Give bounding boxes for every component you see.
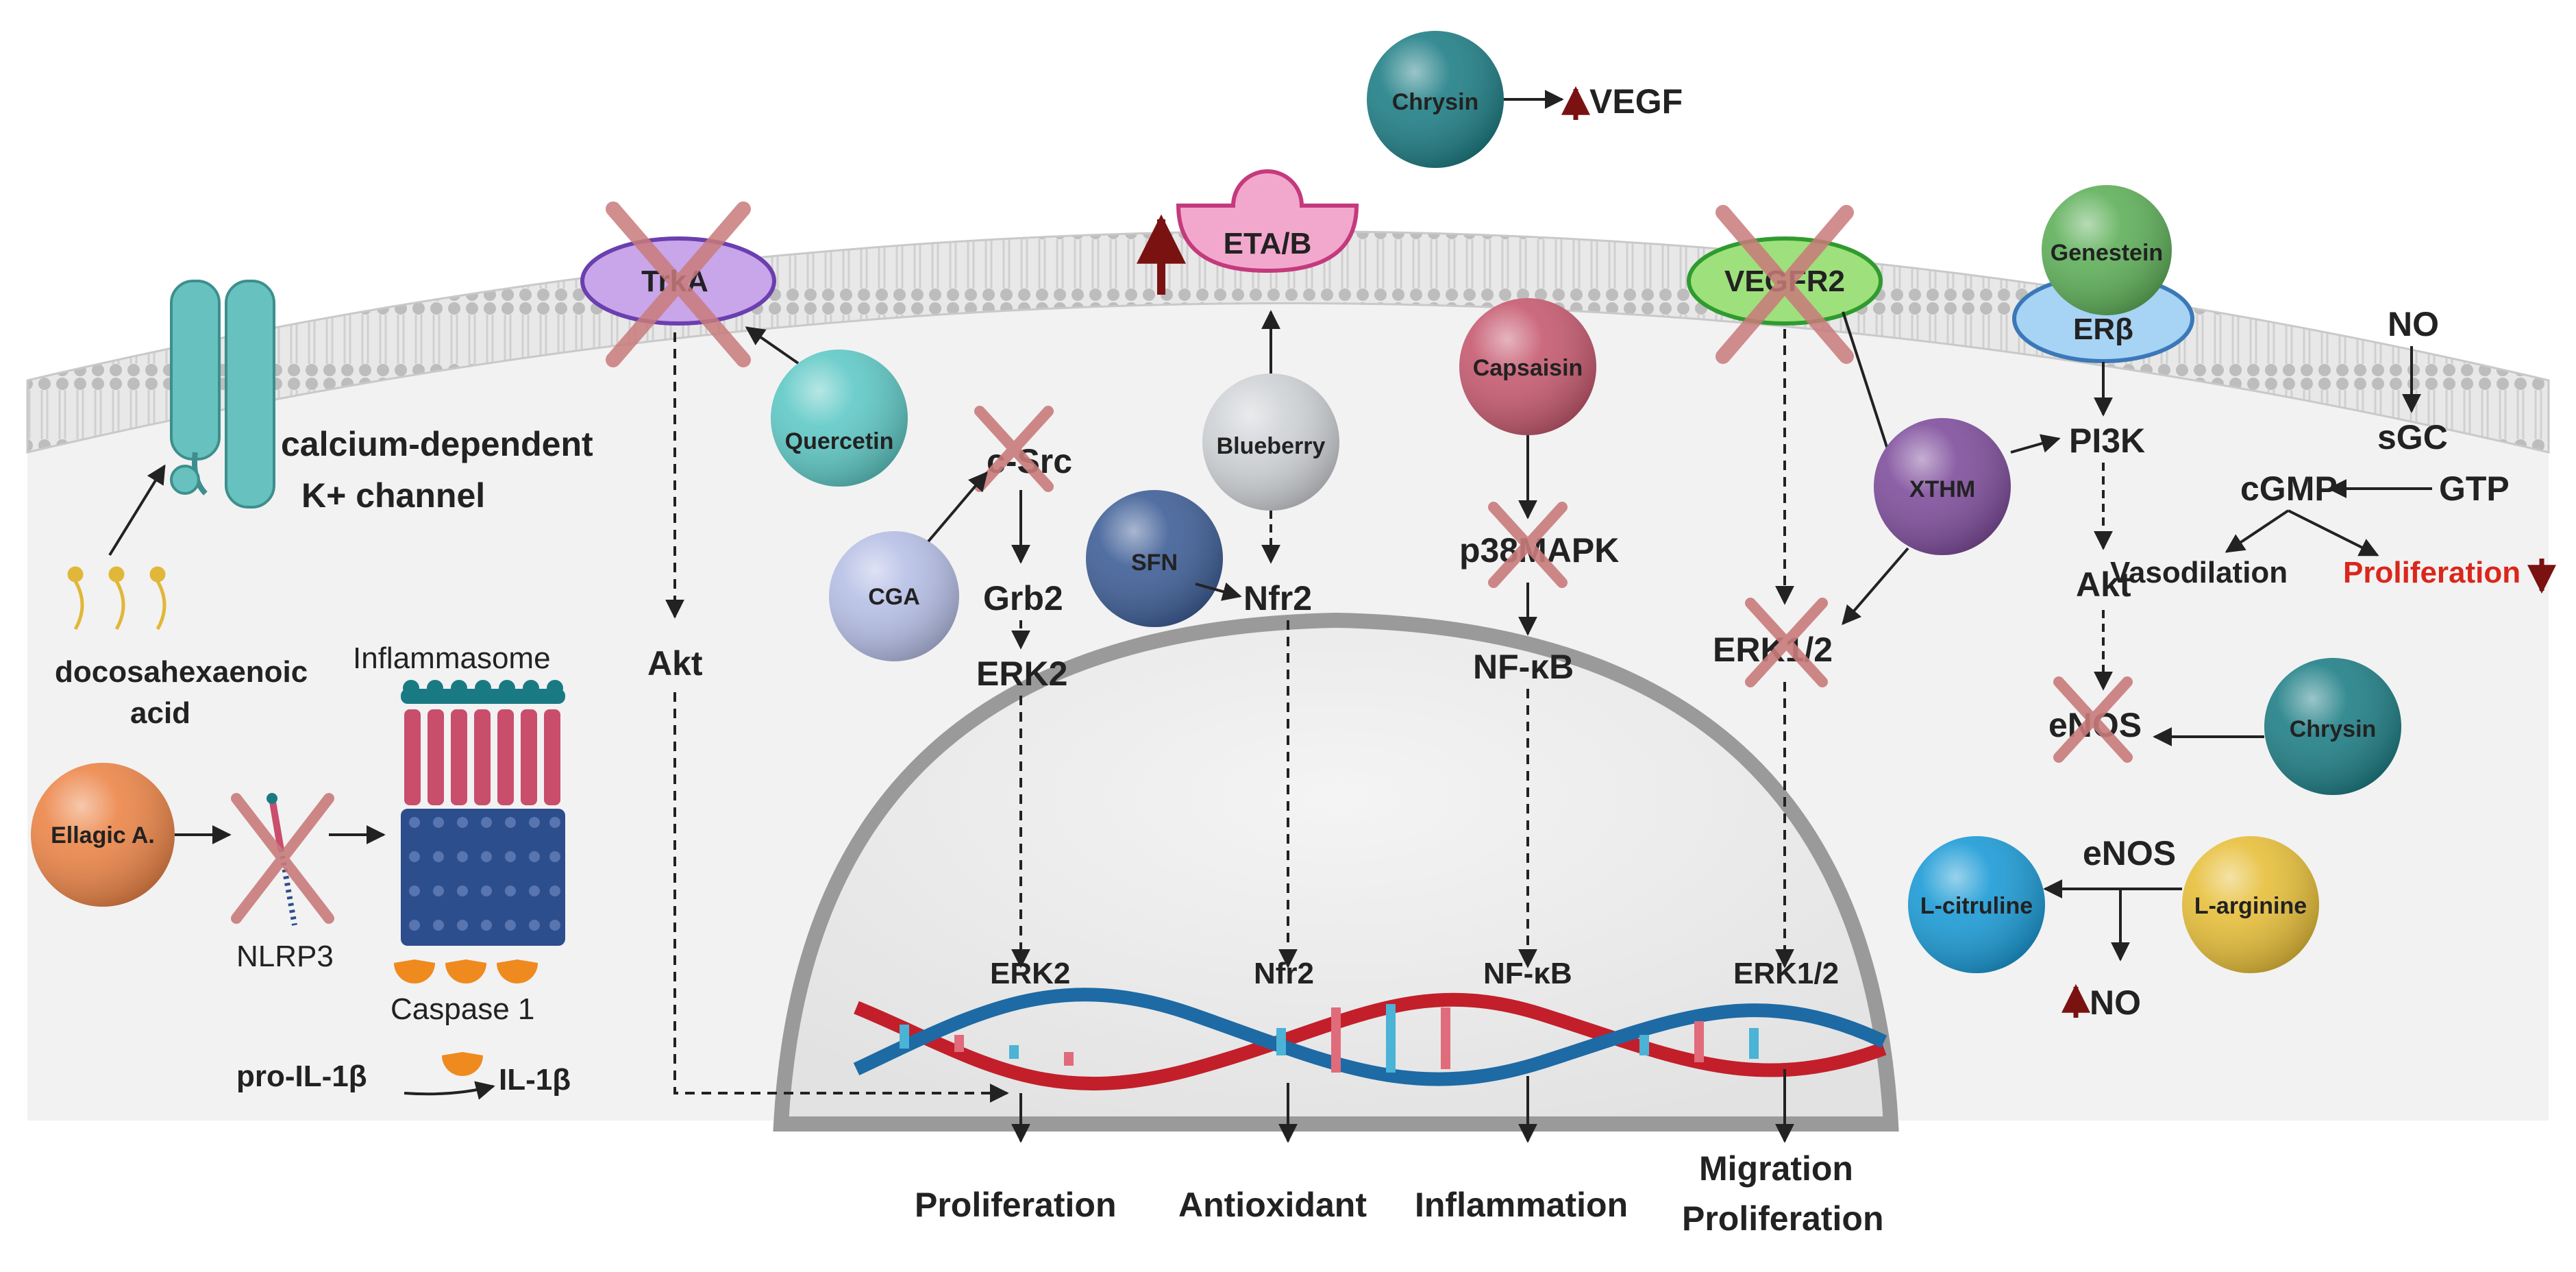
sfn-label: SFN [1131,550,1178,576]
inflammasome-label: Inflammasome [353,641,551,675]
grb2-label: Grb2 [983,579,1063,617]
enos-label: eNOS [2083,834,2176,872]
channel-label-2: K+ channel [301,476,485,515]
erk12-cross-icon [1745,598,1828,687]
outcome-inflammation: Inflammation [1415,1186,1628,1224]
eta-b-label: ETA/B [1224,227,1312,260]
nucleus-nfkb-label: NF-κB [1483,957,1572,990]
dha-lipids [67,566,166,631]
sgc-label: sGC [2377,418,2448,456]
blueberry-label: Blueberry [1217,433,1326,459]
no-top-label: NO [2388,305,2439,343]
outcome-migration: Migration [1699,1149,1853,1188]
xthm-label: XTHM [1909,476,1975,502]
cga-label: CGA [868,584,920,610]
nucleus-erk2-label: ERK2 [990,957,1070,990]
il1b-label: IL-1β [499,1063,571,1097]
nlrp3-label: NLRP3 [236,940,334,973]
l-citruline-label: L-citruline [1920,893,2033,919]
outcome-proliferation: Proliferation [915,1186,1116,1224]
no-bottom-label: NO [2090,983,2141,1022]
akt-right-label: Akt [2076,565,2131,604]
er-beta-label: ERβ [2073,313,2133,346]
caspase-icon [442,1052,483,1076]
channel-label-1: calcium-dependent [281,425,593,463]
pi3k-label: PI3K [2069,421,2145,460]
nfr2-label: Nfr2 [1243,579,1312,617]
proliferation-red-label: Proliferation [2343,556,2521,589]
pro-il1b-label: pro-IL-1β [236,1060,367,1093]
ellagic-label: Ellagic A. [51,822,155,848]
vasodilation-label: Vasodilation [2110,556,2288,589]
chrysin-right-label: Chrysin [2290,716,2377,742]
erk2-label: ERK2 [976,655,1067,693]
outcome-antioxidant: Antioxidant [1178,1186,1367,1224]
c-src-cross-icon [974,406,1054,492]
chrysin-top-label: Chrysin [1392,89,1479,115]
l-arginine-label: L-arginine [2194,893,2307,919]
inflammasome-complex [394,680,565,983]
nfkb-label: NF-κB [1473,648,1574,686]
vegf-label: VEGF [1589,82,1683,121]
dha-label-2: acid [130,696,190,730]
dna-helix [853,988,1887,1091]
k-channel [170,280,275,509]
cgmp-label: cGMP [2240,469,2338,508]
gtp-label: GTP [2439,469,2510,508]
caspase-label: Caspase 1 [391,992,534,1026]
outcome-proliferation-2: Proliferation [1682,1199,1883,1238]
akt-left-label: Akt [647,644,703,683]
nlrp3-cross-icon [231,793,334,924]
quercetin-label: Quercetin [785,428,894,454]
eta-b-receptor [1176,169,1359,273]
nucleus-erk12-label: ERK1/2 [1733,957,1839,990]
nlrp3-molecule [267,793,297,926]
dha-label-1: docosahexaenoic [55,655,308,689]
genestein-label: Genestein [2051,240,2163,266]
capsaisin-label: Capsaisin [1473,355,1583,381]
p38-cross-icon [1488,502,1568,588]
enos-cross-icon [2053,676,2133,763]
nucleus-nfr2-label: Nfr2 [1254,957,1314,990]
vegfr2-cross-icon [1716,205,1854,364]
trka-cross-icon [606,201,751,367]
